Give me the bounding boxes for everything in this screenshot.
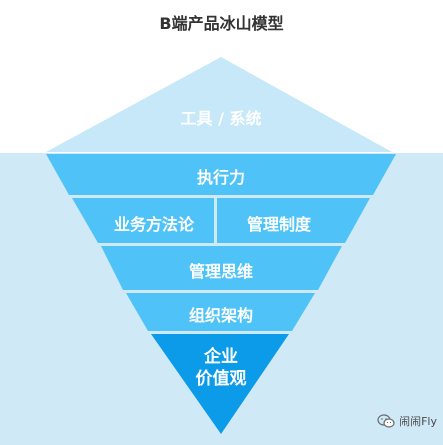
execution-layer-shape: [46, 154, 396, 195]
organization-label: 组织架构: [188, 306, 253, 325]
watermark-text: 闹闹Fly: [399, 415, 437, 428]
methodology-label: 业务方法论: [113, 215, 194, 234]
values-label-line2: 价值观: [195, 369, 247, 389]
management-thinking-layer-shape: [101, 246, 342, 290]
tip-layer-shape: [46, 57, 392, 152]
management-system-layer-shape: [217, 198, 370, 243]
wechat-icon: [377, 414, 395, 428]
execution-label: 执行力: [196, 168, 245, 187]
page-title: B端产品冰山模型: [159, 14, 284, 33]
management-system-label: 管理制度: [246, 215, 311, 234]
values-label-line1: 企业: [204, 347, 238, 367]
organization-layer-shape: [126, 293, 315, 331]
watermark: 闹闹Fly: [377, 413, 437, 429]
methodology-layer-shape: [72, 198, 214, 243]
management-thinking-label: 管理思维: [188, 262, 253, 281]
tip-label: 工具 / 系统: [180, 109, 262, 128]
values-layer-shape: [151, 334, 289, 434]
